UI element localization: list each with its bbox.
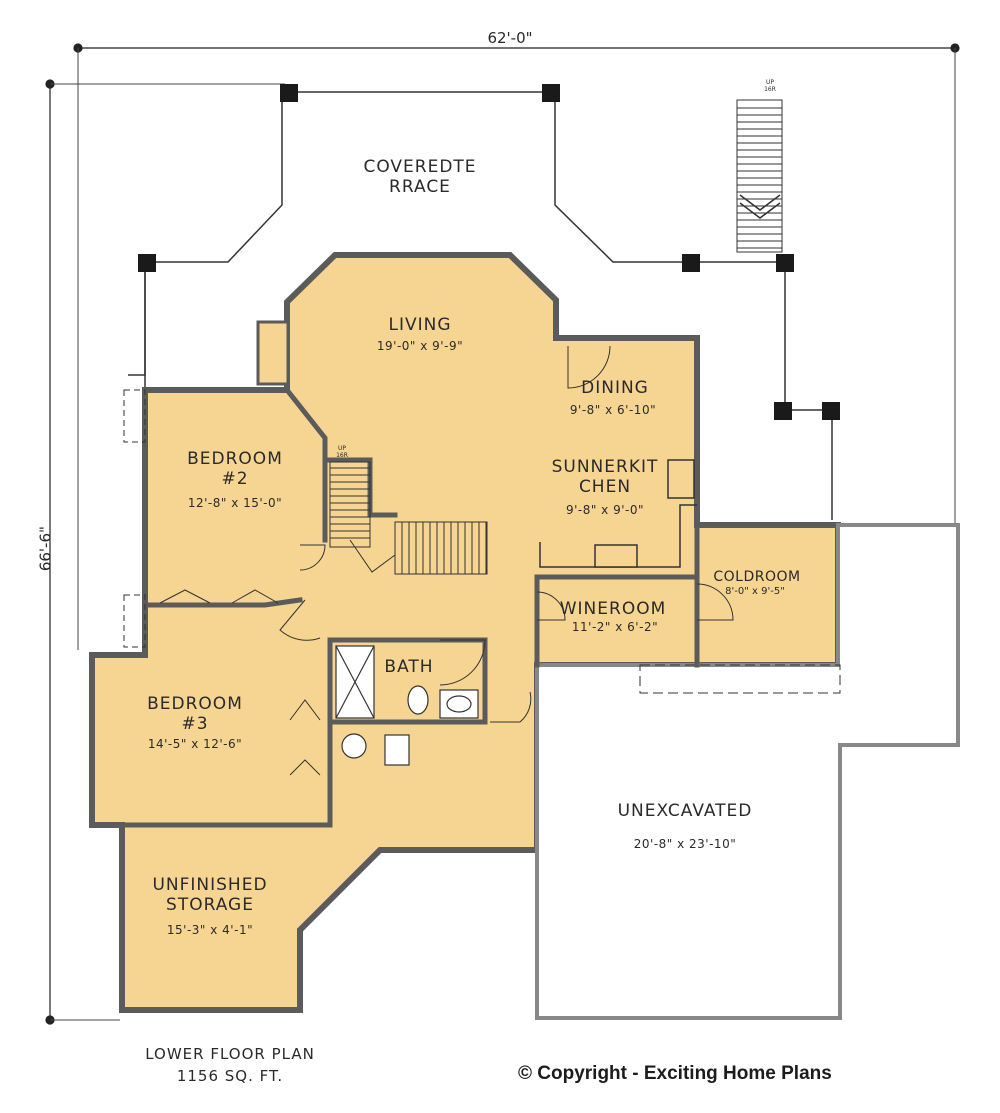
storage-label: UNFINISHED STORAGE xyxy=(152,875,268,915)
living-room-dims: 19'-0" x 9'-9" xyxy=(376,339,464,353)
covered-terrace-label: COVEREDTE RRACE xyxy=(363,157,477,197)
overall-width-label: 62'-0" xyxy=(487,29,533,47)
door-swings xyxy=(159,345,734,776)
fireplace xyxy=(256,320,290,386)
interior-stair xyxy=(329,461,488,575)
copyright-notice: © Copyright - Exciting Home Plans xyxy=(518,1063,832,1084)
bedroom-3-label: BEDROOM #3 xyxy=(147,694,243,734)
bedroom-3-dims: 14'-5" x 12'-6" xyxy=(147,737,243,751)
bath-label: BATH xyxy=(384,657,434,677)
bedroom-2-label: BEDROOM #2 xyxy=(187,449,283,489)
dining-room-label: DINING xyxy=(581,378,649,398)
unexcavated-dims: 20'-8" x 23'-10" xyxy=(633,837,737,851)
windows xyxy=(123,389,146,648)
wineroom-label: WINEROOM xyxy=(559,599,667,619)
exterior-stair-note: UP 16R xyxy=(764,79,776,93)
kitchen-label: SUNNERKIT CHEN xyxy=(551,457,659,497)
interior-stair-note: UP 16R xyxy=(336,445,348,459)
exterior-stair xyxy=(736,99,783,253)
overall-depth-label: 66'-6" xyxy=(36,526,55,572)
terrace-posts xyxy=(138,84,840,420)
bath-fixtures xyxy=(335,645,479,766)
bedroom-2-dims: 12'-8" x 15'-0" xyxy=(187,496,283,510)
unexcavated-label: UNEXCAVATED xyxy=(617,801,753,821)
wineroom-dims: 11'-2" x 6'-2" xyxy=(571,620,659,634)
kitchen-dims: 9'-8" x 9'-0" xyxy=(565,503,645,517)
plan-area: 1156 SQ. FT. xyxy=(176,1067,284,1085)
plan-title: LOWER FLOOR PLAN xyxy=(145,1045,315,1063)
dining-room-dims: 9'-8" x 6'-10" xyxy=(569,403,657,417)
interior-walls xyxy=(89,335,700,828)
kitchen-counter xyxy=(539,459,697,568)
storage-dims: 15'-3" x 4'-1" xyxy=(166,923,254,937)
living-room-label: LIVING xyxy=(388,315,452,335)
covered-terrace-outline xyxy=(128,91,833,520)
coldroom-dims: 8'-0" x 9'-5" xyxy=(725,586,785,597)
coldroom-label: COLDROOM xyxy=(713,569,801,585)
